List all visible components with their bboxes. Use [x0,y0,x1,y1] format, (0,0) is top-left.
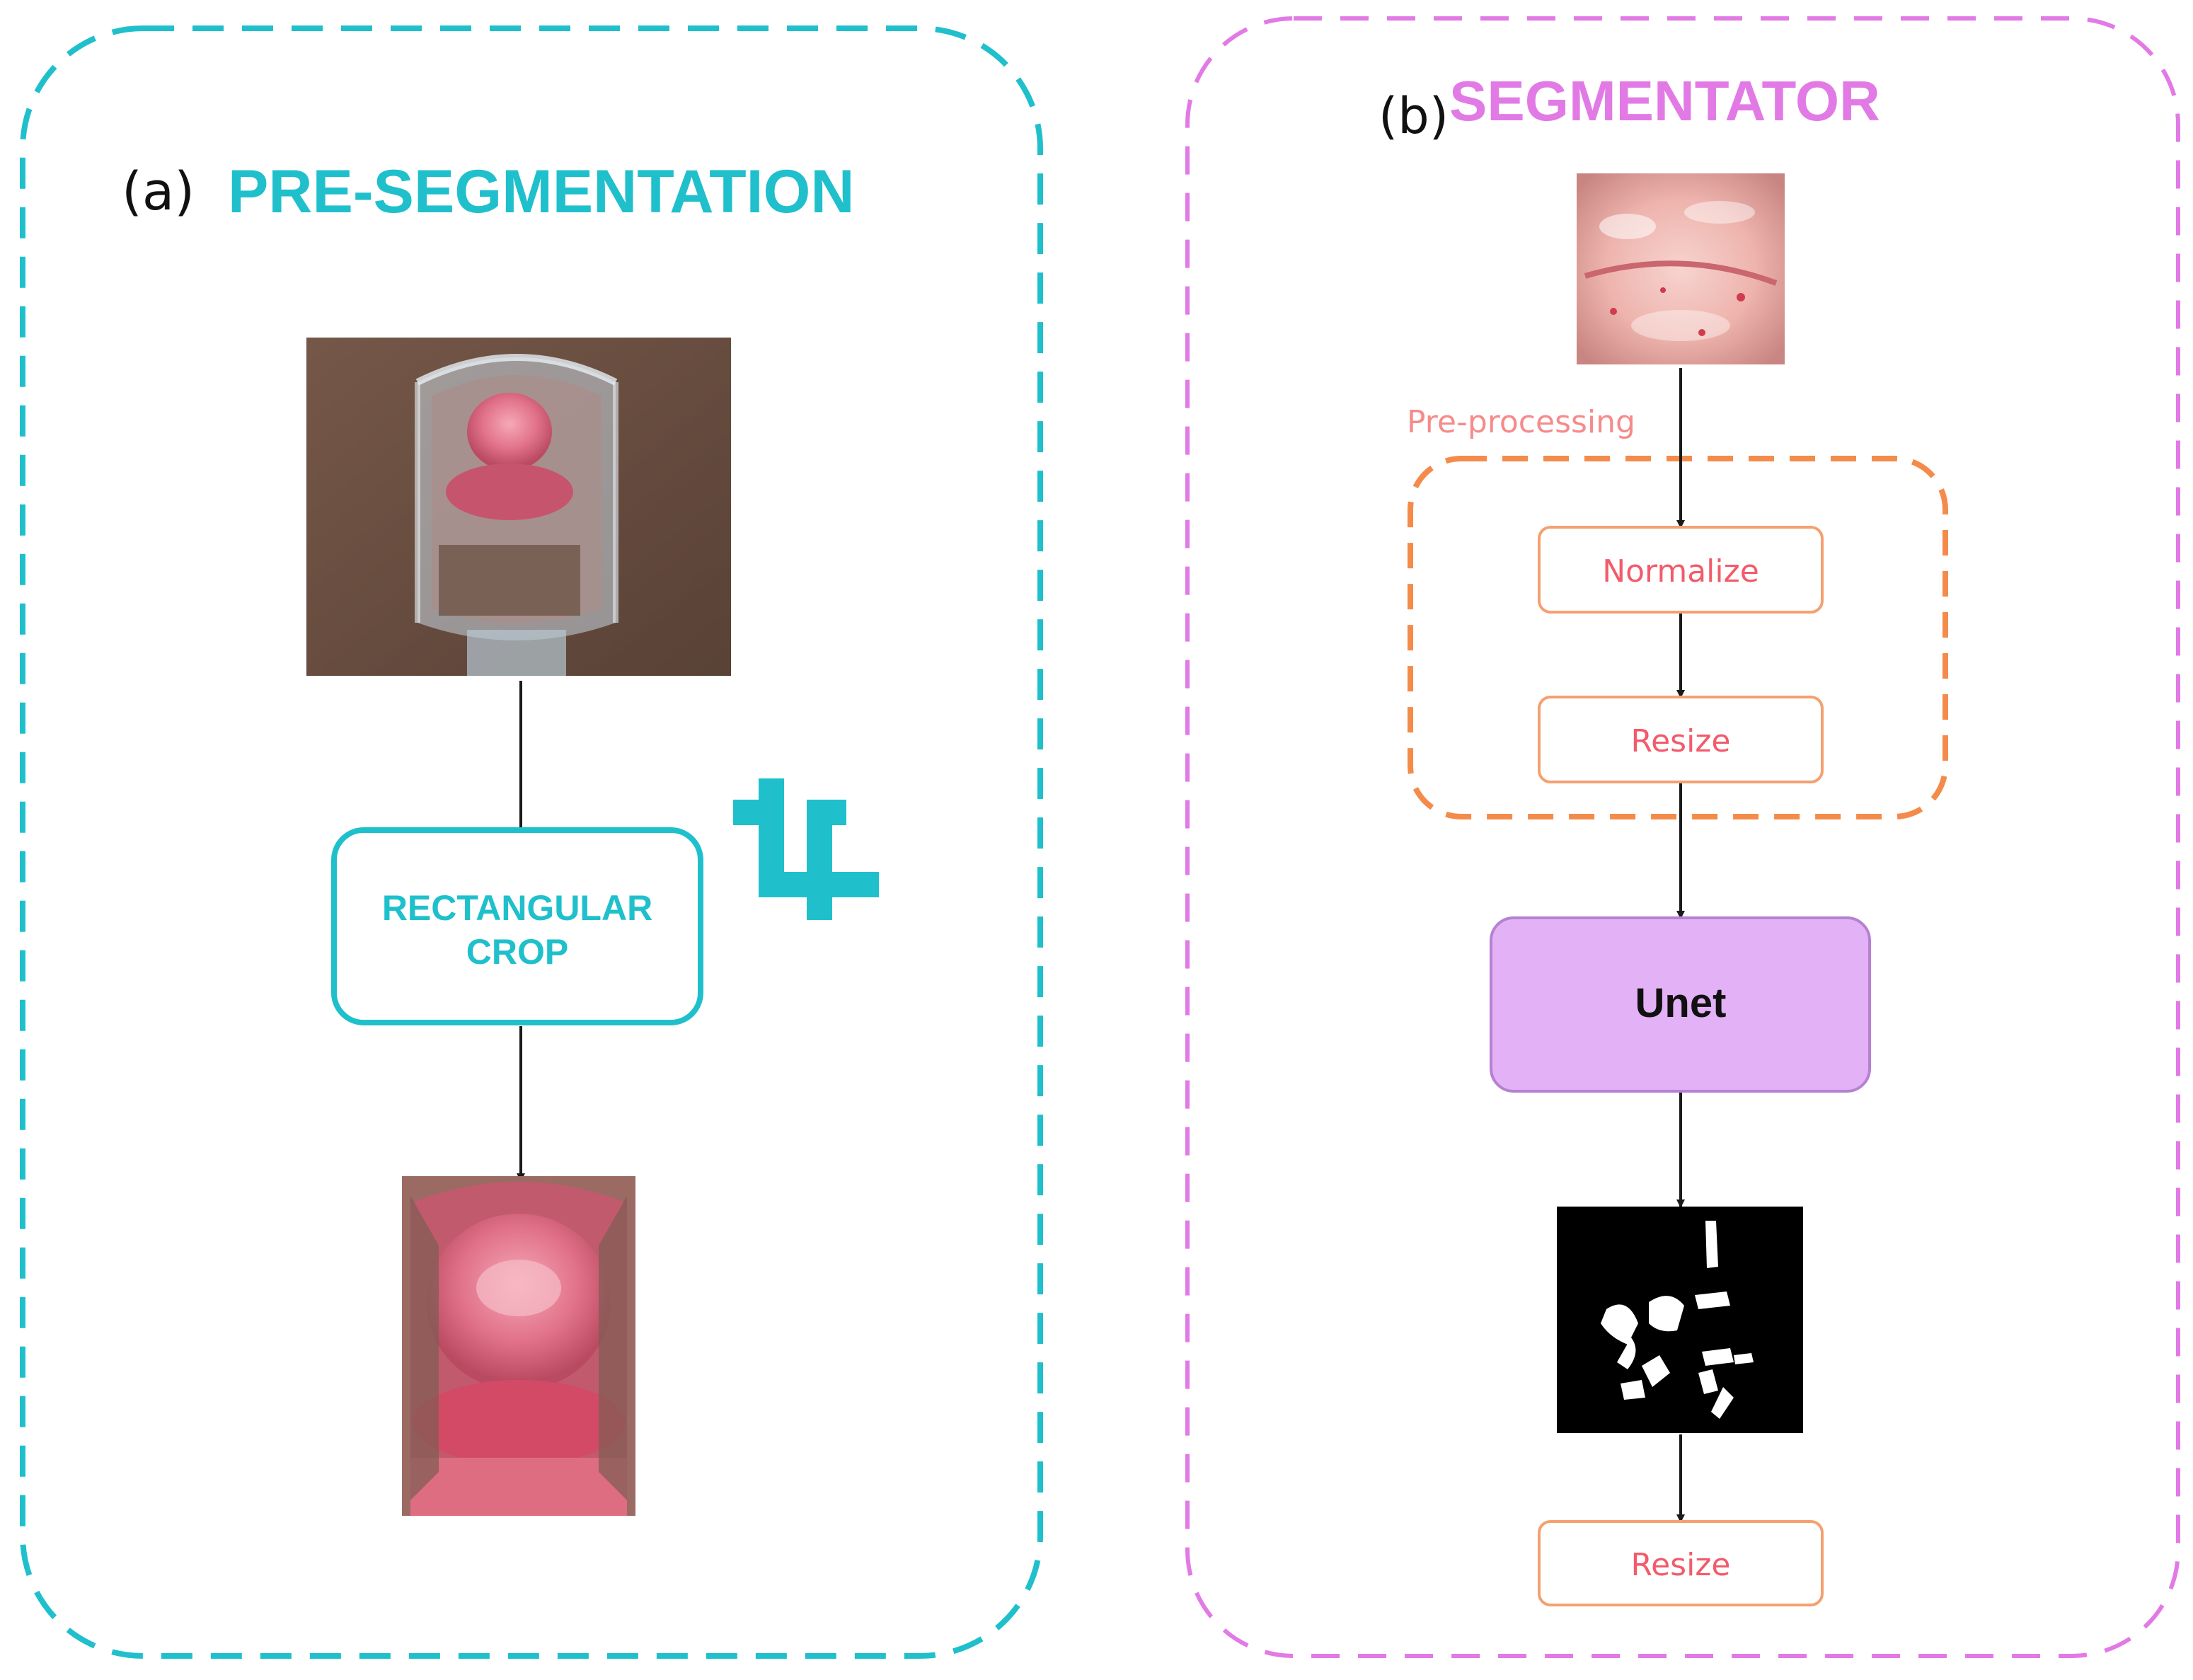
binary-segmentation-mask [1557,1207,1803,1433]
panel-b-dashed-border [1185,16,2180,1658]
rectangular-crop-label-line1: RECTANGULAR [382,888,652,928]
panel-b-letter: (b) [1378,87,1449,145]
panel-a-letter: (a) [122,161,195,222]
panel-a-dashed-border [20,25,1043,1659]
resize-label-2: Resize [1631,1547,1731,1583]
panel-b-segmentator: (b) SEGMENTATOR Pre-processing Normalize… [1185,16,2180,1658]
panel-a-pre-segmentation: (a) PRE-SEGMENTATION RECTANGULAR CROP [20,25,1043,1659]
preprocessing-dashed-group [1408,456,1948,819]
panel-b-title: SEGMENTATOR [1449,69,1880,132]
resize-label-1: Resize [1631,723,1731,759]
colposcopy-image-with-speculum [306,338,731,676]
unet-box [1490,916,1871,1093]
normalize-label: Normalize [1602,553,1759,589]
crop-icon [733,778,879,920]
resize-box-1 [1538,696,1824,783]
panel-a-title: PRE-SEGMENTATION [228,158,855,226]
preprocessing-label: Pre-processing [1407,404,1635,440]
unet-label: Unet [1635,980,1727,1026]
cropped-cervix-closeup-image [1577,173,1785,364]
cropped-cervix-image [402,1176,635,1516]
normalize-box [1538,526,1824,614]
rectangular-crop-box [331,827,703,1025]
rectangular-crop-label-line2: CROP [466,932,568,972]
resize-box-2 [1538,1520,1824,1606]
